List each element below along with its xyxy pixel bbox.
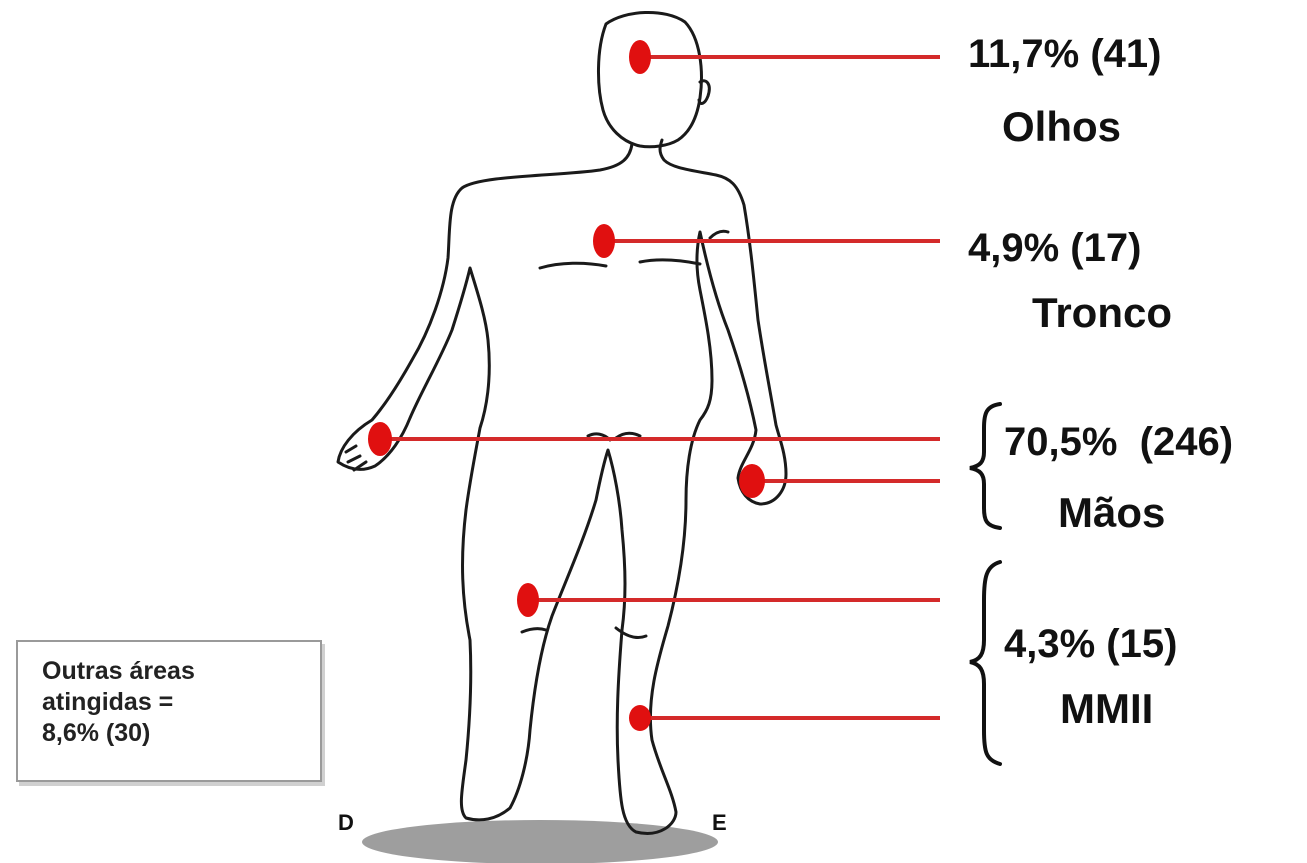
trunk-percent-label: 4,9% (17) bbox=[968, 228, 1141, 268]
note-line-1: Outras áreas bbox=[42, 656, 320, 687]
legs-percent-label: 4,3% (15) bbox=[1004, 624, 1177, 664]
head-outline bbox=[598, 12, 701, 146]
side-label-right: D bbox=[338, 812, 354, 834]
note-line-3: 8,6% (30) bbox=[42, 718, 320, 749]
knee-line bbox=[522, 629, 546, 632]
hands-region-label: Mãos bbox=[1058, 492, 1165, 534]
brace-hands bbox=[970, 404, 1000, 528]
eyes-region-label: Olhos bbox=[1002, 106, 1121, 148]
trunk-region-label: Tronco bbox=[1032, 292, 1172, 334]
chest-line bbox=[710, 231, 728, 238]
marker-trunk bbox=[593, 224, 615, 258]
marker-thigh bbox=[517, 583, 539, 617]
chest-line bbox=[540, 263, 606, 268]
legs-region-label: MMII bbox=[1060, 688, 1153, 730]
marker-hand-left bbox=[739, 464, 765, 498]
chest-line bbox=[640, 260, 700, 264]
other-areas-note: Outras áreas atingidas = 8,6% (30) bbox=[16, 640, 322, 782]
marker-hand-right bbox=[368, 422, 392, 456]
injury-markers bbox=[368, 40, 765, 731]
hands-percent-label: 70,5% (246) bbox=[1004, 422, 1233, 462]
side-label-left: E bbox=[712, 812, 727, 834]
note-line-2: atingidas = bbox=[42, 687, 320, 718]
marker-shin bbox=[629, 705, 651, 731]
marker-eyes bbox=[629, 40, 651, 74]
torso-outline bbox=[338, 140, 786, 833]
floor-shadow bbox=[362, 820, 718, 863]
brace-legs bbox=[970, 562, 1000, 764]
braces bbox=[970, 404, 1000, 764]
eyes-percent-label: 11,7% (41) bbox=[968, 34, 1161, 74]
human-outline bbox=[338, 12, 786, 833]
